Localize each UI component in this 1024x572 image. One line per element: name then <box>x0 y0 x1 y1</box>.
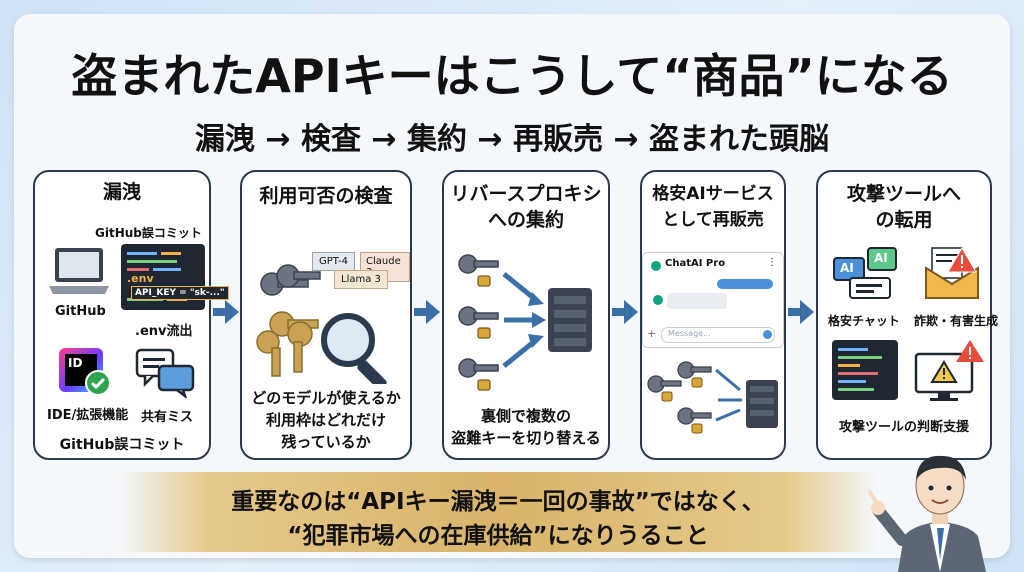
cheap-chat-label: 格安チャット <box>828 314 900 328</box>
flow-arrow-4 <box>788 300 814 324</box>
chat-window: ChatAI Pro ⋮ Message... + <box>642 252 784 348</box>
flow-arrow-1 <box>213 300 239 324</box>
flow-arrow-2 <box>414 300 440 324</box>
ide-icon: ID <box>59 348 103 392</box>
chat-menu-icon: ⋮ <box>767 257 777 268</box>
step-title-proxy-2: への集約 <box>487 209 564 231</box>
conclusion-banner <box>118 472 878 552</box>
proxy-server-icon <box>458 254 592 391</box>
page-title: 盗まれたAPIキーはこうして“商品”になる <box>71 49 953 103</box>
step-title-misuse-1: 攻撃ツールへ <box>846 183 961 205</box>
chat-bot-bubble <box>667 293 727 309</box>
keys-to-server-icon <box>647 361 778 434</box>
banner-line-1: 重要なのは“APIキー漏洩＝一回の事故”ではなく、 <box>231 489 765 515</box>
step-card-resale: 格安AIサービス として再販売 ChatAI Pro ⋮ Message... … <box>640 170 786 460</box>
ai-badge-2: AI <box>874 251 888 265</box>
github-label: GitHub <box>55 304 106 319</box>
chat-bubbles-icon <box>135 348 195 398</box>
step-title-proxy-1: リバースプロキシ <box>450 183 602 205</box>
check-desc-line2: 利用枠はどれだけ <box>265 411 386 429</box>
env-leak-label: .env流出 <box>135 324 193 339</box>
step-card-leak: 漏洩 GitHub誤コミット .env API_KEY = "sk-..." G… <box>33 170 229 460</box>
mail-warning-icon <box>925 247 979 299</box>
chat-input[interactable]: Message... <box>661 327 775 343</box>
env-text: .env <box>127 272 154 285</box>
code-terminal-icon <box>832 340 898 400</box>
chat-send-icon[interactable] <box>763 330 772 339</box>
chat-app-name: ChatAI Pro <box>665 258 726 269</box>
chat-user-bubble <box>717 279 773 289</box>
step-card-proxy: リバースプロキシ への集約 裏側で複数の 盗難キーを切り替える <box>442 170 610 460</box>
laptop-icon <box>49 248 109 294</box>
step-title-resale-1: 格安AIサービス <box>652 184 774 204</box>
step-title-resale-2: として再販売 <box>662 210 764 230</box>
github-commit-label: GitHub誤コミット <box>95 226 202 240</box>
check-desc-line1: どのモデルが使えるか <box>251 389 401 407</box>
page-subtitle: 漏洩 → 検査 → 集約 → 再販売 → 盗まれた頭脳 <box>194 122 830 157</box>
chat-logo-icon <box>651 261 661 271</box>
chat-add-icon[interactable]: + <box>647 327 657 340</box>
api-key-text: API_KEY = "sk-..." <box>131 286 229 300</box>
keys-magnifier-icon <box>256 264 387 384</box>
chat-placeholder: Message... <box>668 329 711 338</box>
checkmark-icon <box>85 370 111 396</box>
banner-line-2: “犯罪市場への在庫供給”になりうること <box>287 523 709 549</box>
step-card-check: 利用可否の検査 GPT-4 Claude 3 Llama 3 どのモデルが使える… <box>240 170 412 460</box>
proxy-desc-line1: 裏側で複数の <box>480 407 571 425</box>
step-title-misuse-2: の転用 <box>875 209 933 231</box>
step-title-leak: 漏洩 <box>102 181 141 203</box>
monitor-warning-icon <box>914 340 984 401</box>
ai-chat-icon <box>833 247 897 299</box>
model-tag-gpt4: GPT-4 <box>312 252 355 271</box>
check-desc-line3: 残っているか <box>281 433 371 451</box>
footer-commit-label: GitHub誤コミット <box>59 437 185 453</box>
step-title-check: 利用可否の検査 <box>259 185 393 207</box>
ide-label: IDE/拡張機能 <box>47 408 129 423</box>
model-tag-llama3: Llama 3 <box>334 270 388 289</box>
flow-arrow-3 <box>612 300 638 324</box>
chat-bot-avatar <box>653 295 663 305</box>
step-card-misuse: 攻撃ツールへ の転用 AI AI 格安チャット 詐欺・有害生成 攻撃ツールの判断… <box>816 170 998 460</box>
fraud-label: 詐欺・有害生成 <box>914 314 999 328</box>
ai-badge-1: AI <box>840 261 854 275</box>
attack-support-label: 攻撃ツールの判断支援 <box>838 420 969 435</box>
shared-mistake-label: 共有ミス <box>141 410 194 425</box>
proxy-desc-line2: 盗難キーを切り替える <box>451 429 601 447</box>
presenter-illustration <box>868 455 986 572</box>
